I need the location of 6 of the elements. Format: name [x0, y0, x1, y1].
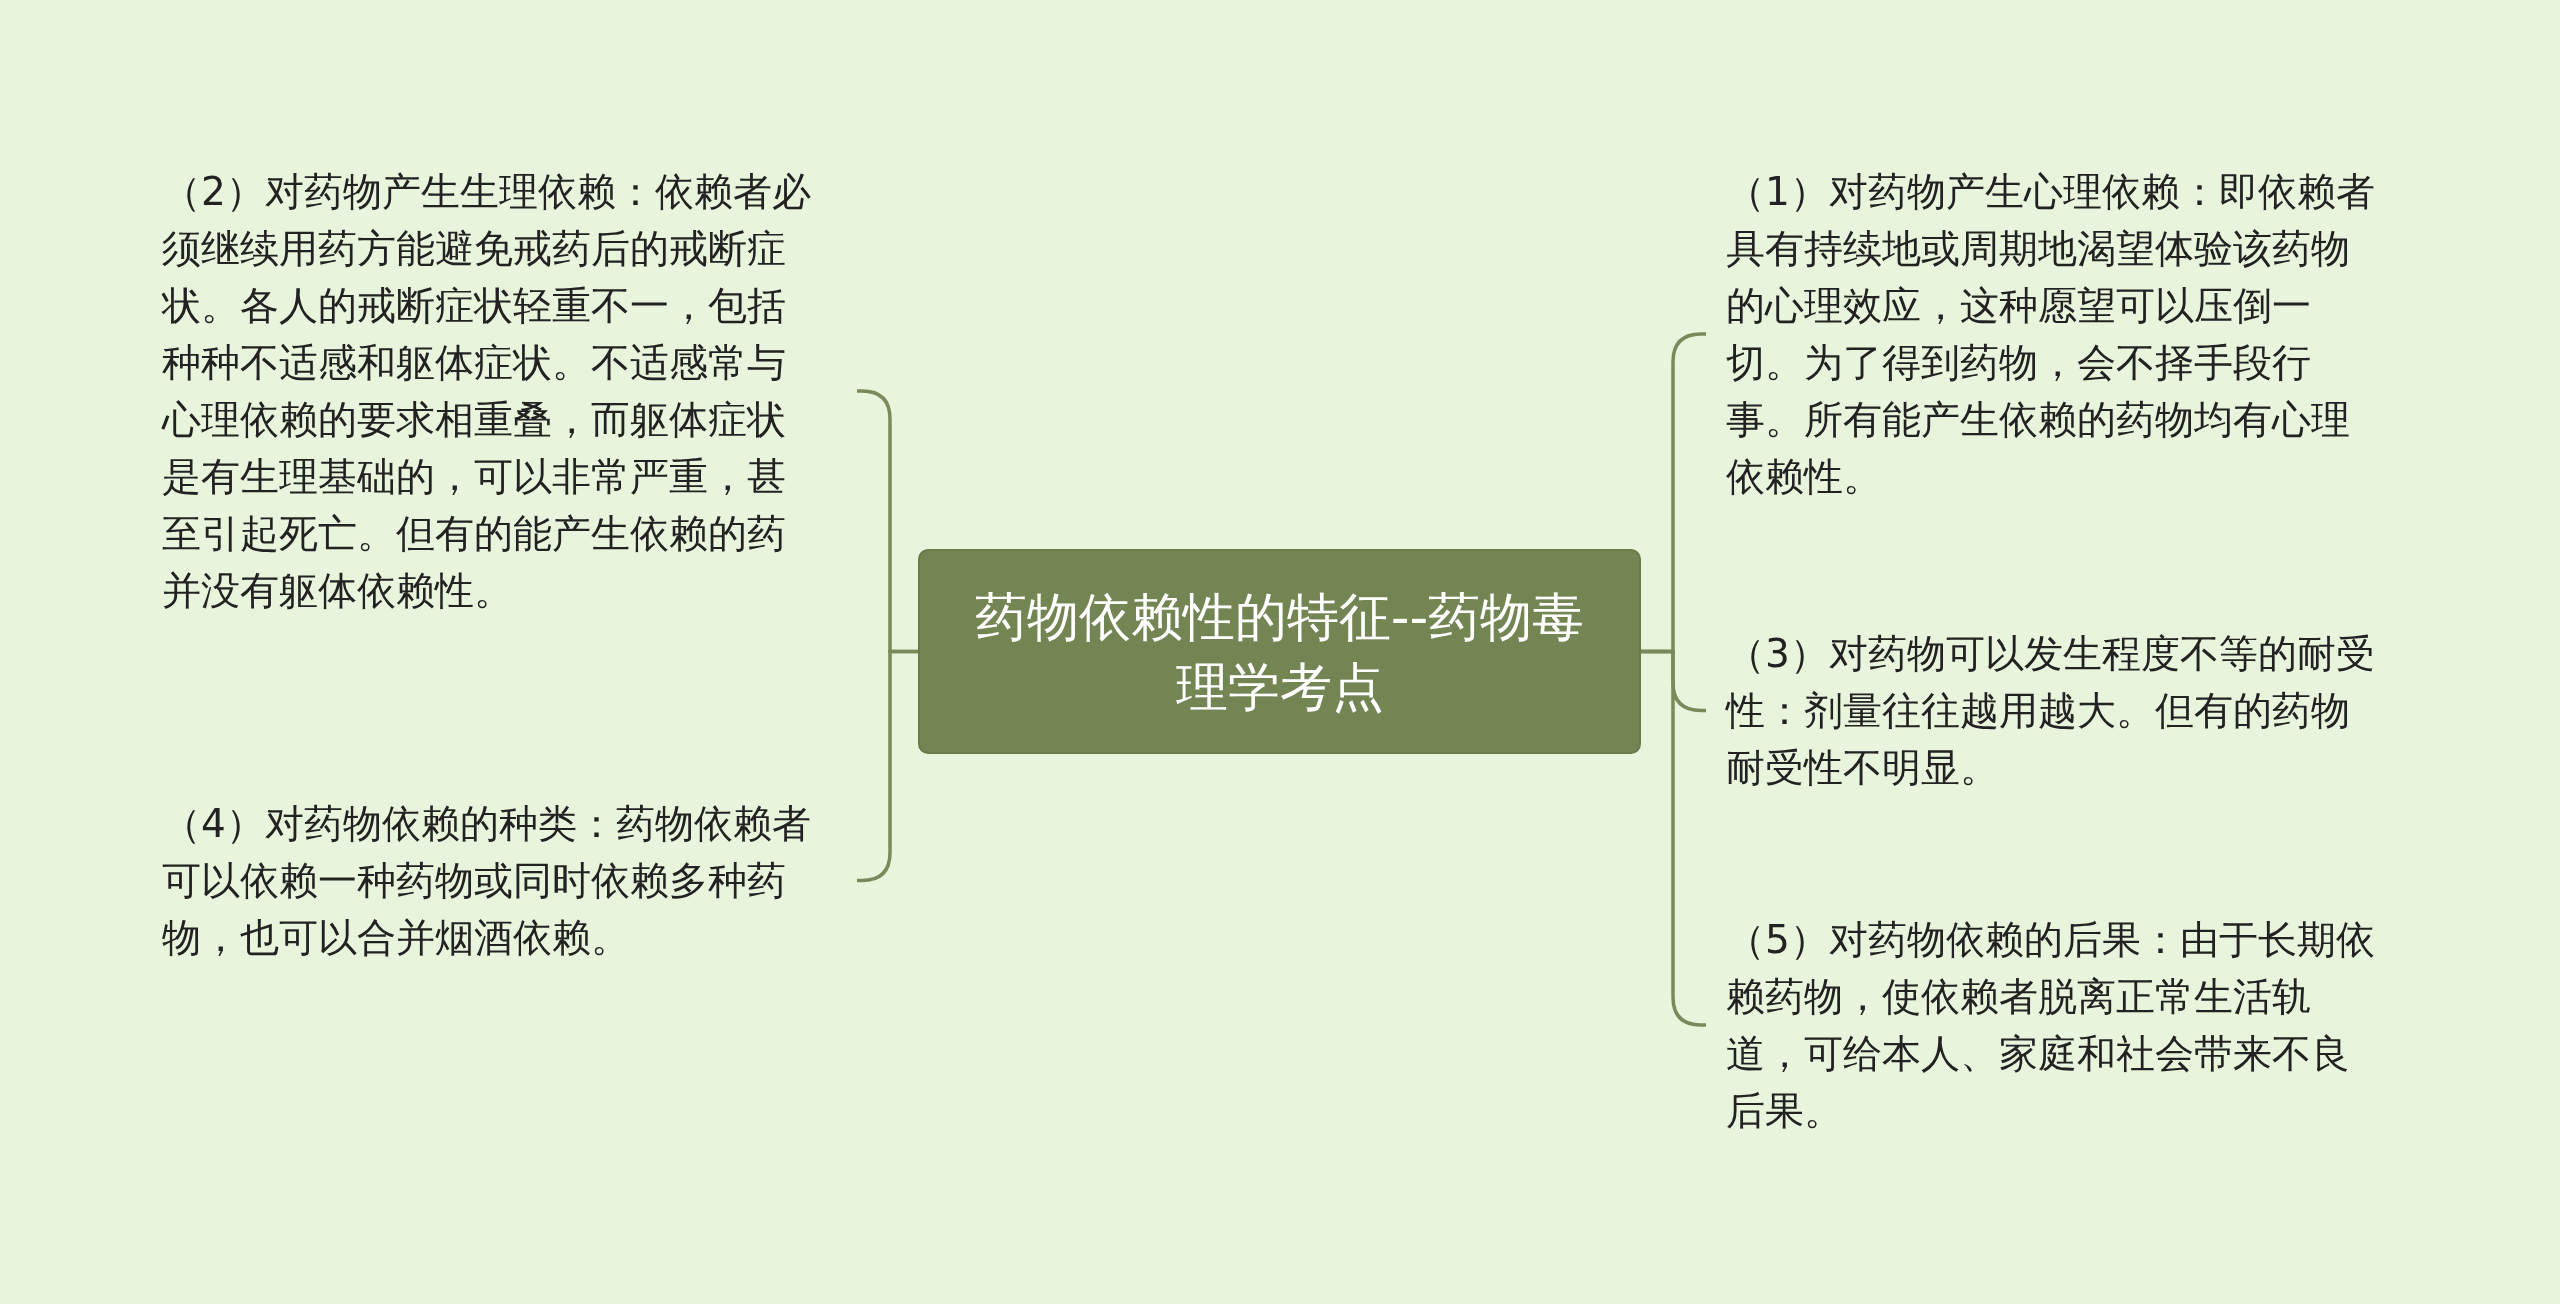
topic-text: （2）对药物产生生理依赖：依赖者必须继续用药方能避免戒药后的戒断症状。各人的戒断症状轻重不一，包括种种不适感和躯体症状。不适感常与心理依赖的要求相重叠，而躯体症状是有生理基础的，可以非常严重，甚至引起死亡。但有的能产生依赖的药并没有躯体依赖性。	[162, 168, 811, 615]
topic-text: （4）对药物依赖的种类：药物依赖者可以依赖一种药物或同时依赖多种药物，也可以合并烟酒依赖。	[162, 800, 811, 962]
topic-text: （1）对药物产生心理依赖：即依赖者具有持续地或周期地渴望体验该药物的心理效应，这种愿望可以压倒一切。为了得到药物，会不择手段行事。所有能产生依赖的药物均有心理依赖性。	[1726, 168, 2376, 501]
topic-text: （5）对药物依赖的后果：由于长期依赖药物，使依赖者脱离正常生活轨道，可给本人、家庭和社会带来不良后果。	[1726, 916, 2376, 1135]
central-topic-box: 药物依赖性的特征--药物毒理学考点	[918, 549, 1641, 754]
topic-text: （3）对药物可以发生程度不等的耐受性：剂量往往越用越大。但有的药物耐受性不明显。	[1726, 630, 2376, 792]
